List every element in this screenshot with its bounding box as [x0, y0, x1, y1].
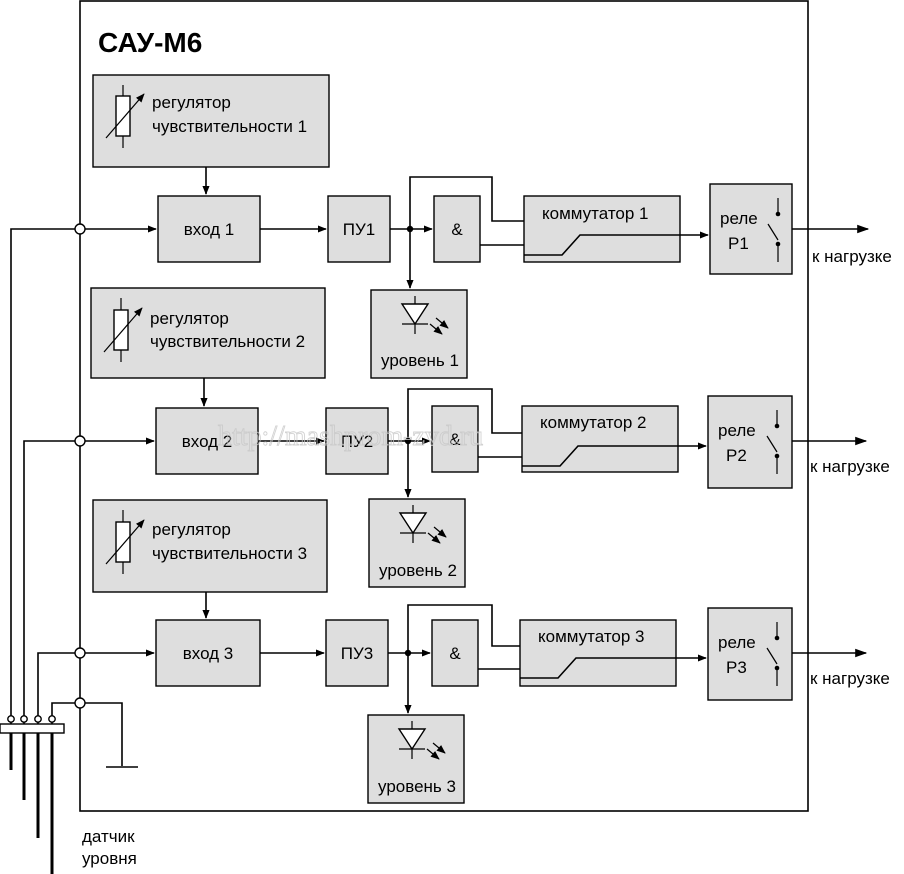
level-label: уровень 3 [378, 777, 456, 796]
relay-label: Р1 [728, 234, 749, 253]
threshold-device-label: ПУ3 [341, 644, 373, 663]
switch-block-1 [523, 195, 681, 263]
sensor-label: уровня [82, 849, 137, 868]
sensor-wiring: датчик уровня [0, 223, 138, 874]
level-indicator-1 [370, 289, 468, 379]
level-label: уровень 1 [381, 351, 459, 370]
channel-1: регулятор чувствительности 1 вход 1 ПУ1 … [80, 74, 892, 379]
relay-2 [707, 395, 793, 489]
relay-contact-icon [766, 410, 780, 474]
regulator-label: регулятор [150, 309, 229, 328]
variable-resistor-icon [103, 298, 143, 362]
and-gate-label: & [451, 220, 463, 239]
relay-label: Р3 [726, 658, 747, 677]
relay-label: Р2 [726, 446, 747, 465]
device-title: САУ-М6 [98, 27, 202, 58]
relay-contact-icon [767, 198, 781, 262]
regulator-label: чувствительности 3 [152, 544, 307, 563]
and-gate-3 [431, 619, 479, 687]
terminal-3 [74, 647, 86, 659]
variable-resistor-icon [105, 85, 145, 148]
relay-label: реле [718, 421, 756, 440]
terminal-2 [74, 435, 86, 447]
led-icon [400, 296, 449, 335]
sensitivity-regulator-2 [90, 287, 326, 379]
level-sensor-electrode-icon [0, 715, 65, 874]
input-label: вход 3 [183, 644, 234, 663]
switch-block-3 [519, 619, 677, 687]
relay-label: реле [720, 209, 758, 228]
regulator-label: чувствительности 1 [152, 117, 307, 136]
switch-label: коммутатор 2 [540, 413, 647, 432]
sensor-label: датчик [82, 827, 135, 846]
led-icon [397, 721, 446, 760]
regulator-label: чувствительности 2 [150, 332, 305, 351]
channel-3: регулятор чувствительности 3 вход 3 ПУ3 … [80, 499, 890, 804]
terminal-common [74, 697, 86, 709]
regulator-label: регулятор [152, 93, 231, 112]
variable-resistor-icon [105, 510, 145, 574]
switch-label: коммутатор 1 [542, 204, 649, 223]
input-block-3 [155, 619, 261, 687]
load-label: к нагрузке [810, 669, 890, 688]
load-label: к нагрузке [810, 457, 890, 476]
switch-block-2 [521, 405, 679, 473]
watermark: http://mashprom-zvd.ru [218, 421, 483, 452]
channel-2: регулятор чувствительности 2 вход 2 ПУ2 … [80, 287, 890, 588]
and-gate-2 [431, 405, 479, 473]
relay-3 [707, 607, 793, 701]
sensitivity-regulator-1 [92, 74, 330, 168]
threshold-device-label: ПУ2 [341, 432, 373, 451]
relay-1 [709, 183, 793, 275]
level-label: уровень 2 [379, 561, 457, 580]
input-label: вход 1 [184, 220, 235, 239]
switch-label: коммутатор 3 [538, 627, 645, 646]
threshold-device-label: ПУ1 [343, 220, 375, 239]
input-label: вход 2 [182, 432, 233, 451]
relay-label: реле [718, 633, 756, 652]
and-gate-1 [433, 195, 481, 263]
and-gate-label: & [449, 430, 461, 449]
sensitivity-regulator-3 [92, 499, 328, 593]
led-icon [398, 505, 447, 544]
input-block-1 [157, 195, 261, 263]
and-gate-label: & [449, 644, 461, 663]
terminal-1 [74, 223, 86, 235]
relay-contact-icon [766, 622, 780, 686]
load-label: к нагрузке [812, 247, 892, 266]
regulator-label: регулятор [152, 520, 231, 539]
